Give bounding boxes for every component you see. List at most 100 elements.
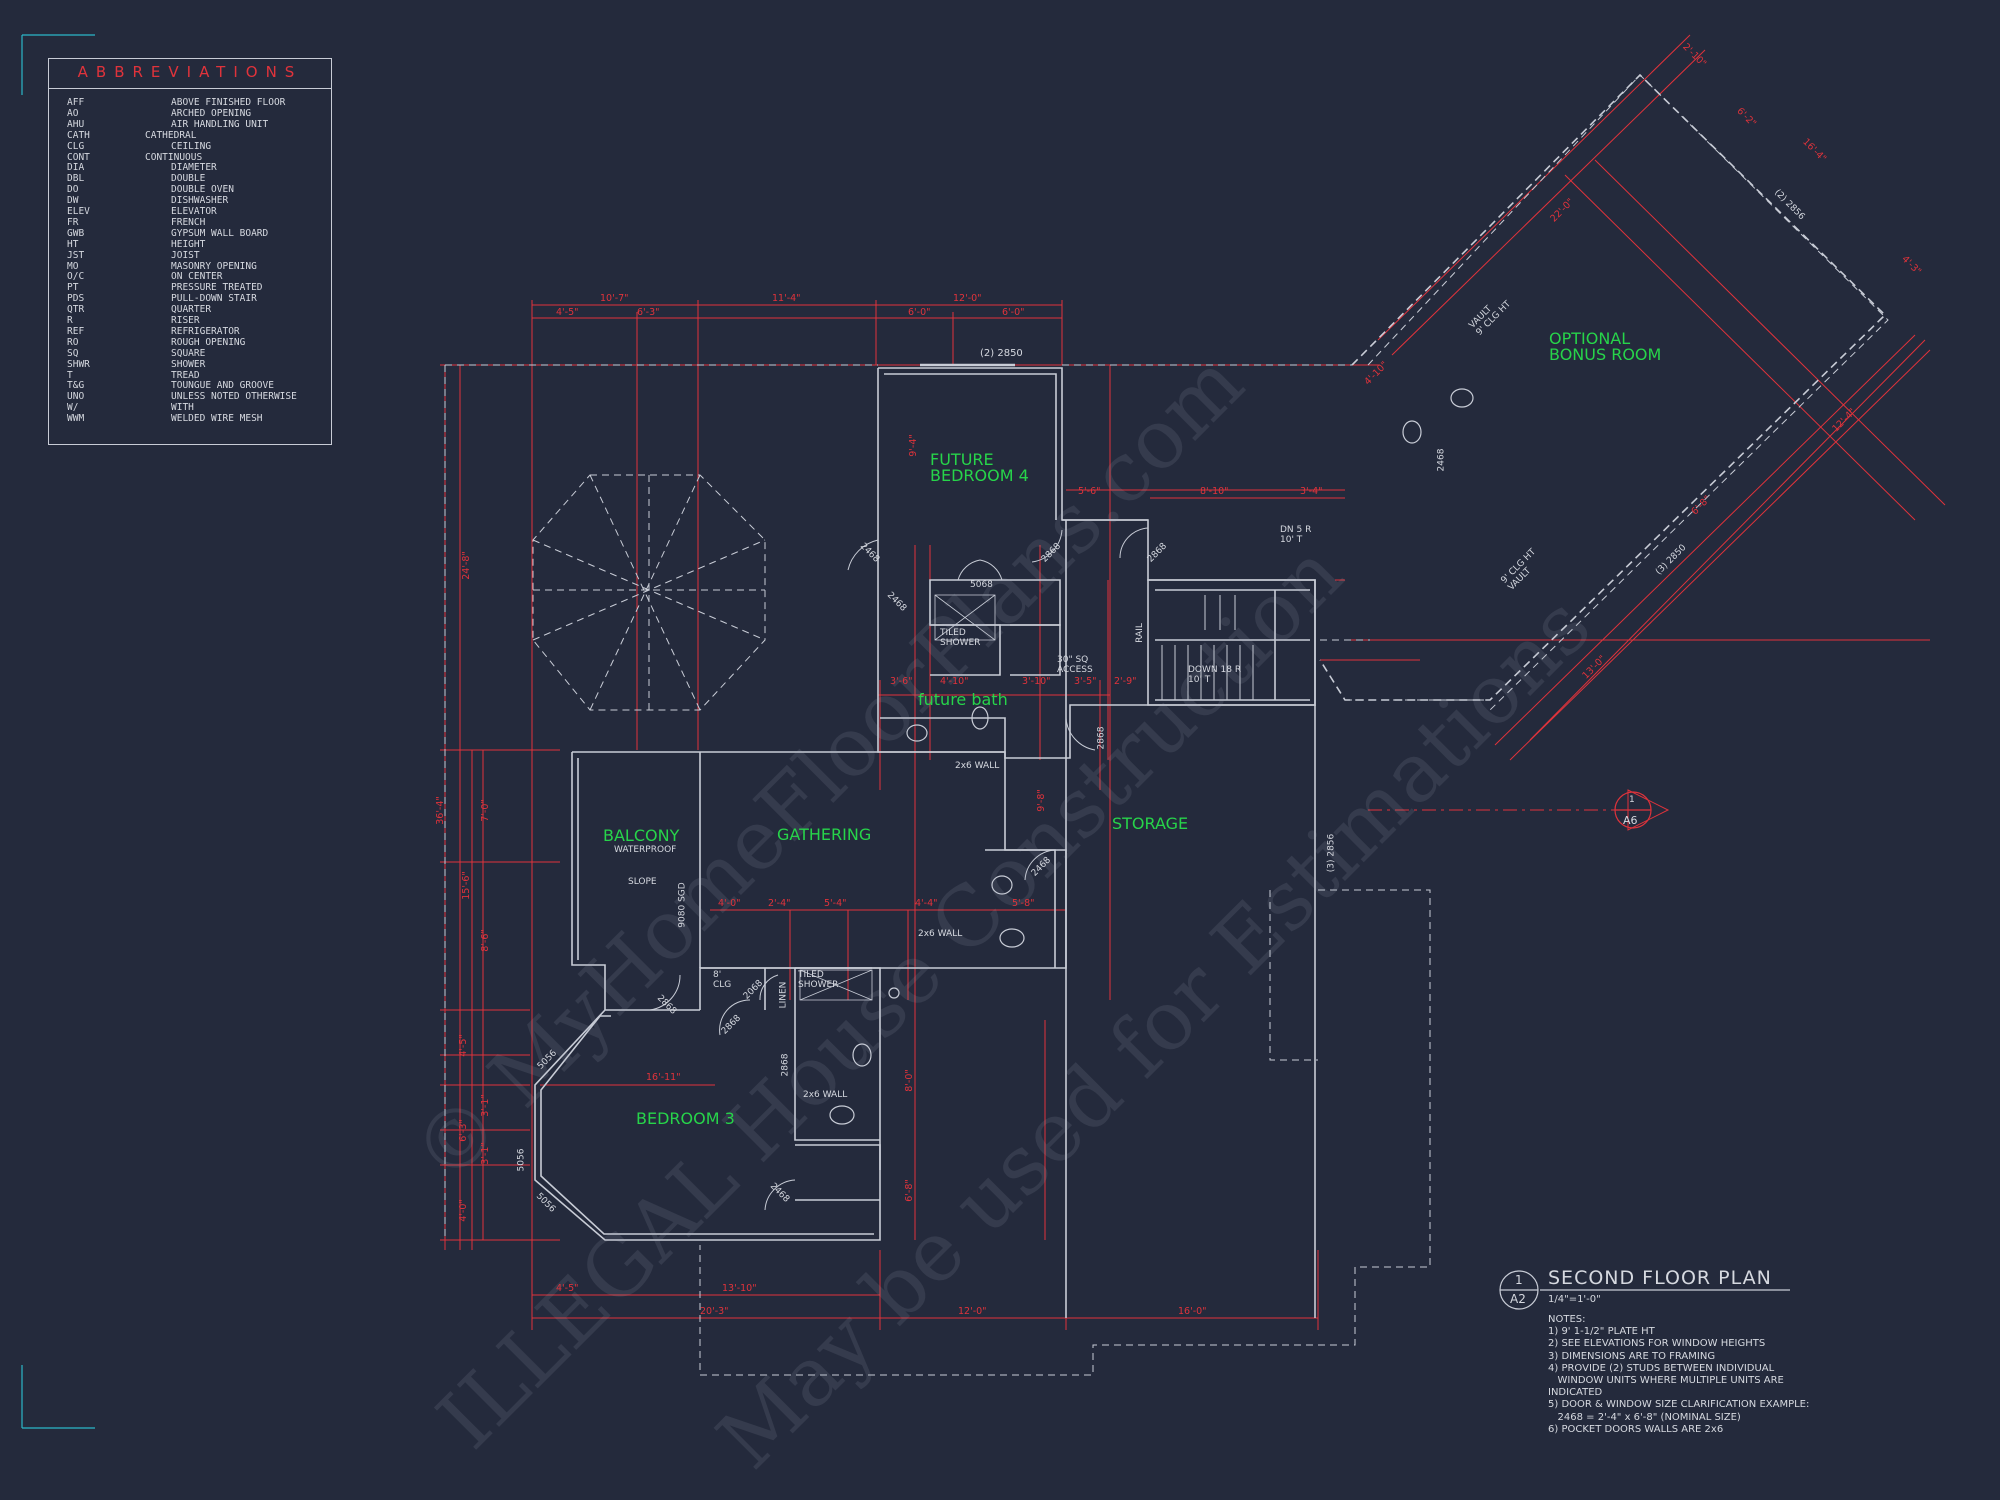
dimension-label: 3'-4" <box>1300 486 1323 497</box>
abbreviation-meaning: ARCHED OPENING <box>171 107 252 119</box>
abbreviation-row: W/WITH <box>67 402 194 413</box>
note-item: 5) DOOR & WINDOW SIZE CLARIFICATION EXAM… <box>1548 1399 1810 1411</box>
frame-corner-ticks <box>21 34 95 1429</box>
abbreviation-meaning: DOUBLE <box>171 173 206 185</box>
abbreviation-meaning: CEILING <box>171 140 212 152</box>
abbreviation-meaning: WELDED WIRE MESH <box>171 413 263 425</box>
abbreviation-row: FR FRENCH <box>67 217 205 228</box>
dimension-label: 12'-0" <box>958 1306 987 1317</box>
abbreviation-code: QTR <box>67 304 85 316</box>
abbreviation-code: MO <box>67 260 79 272</box>
abbreviation-code: ELEV <box>67 206 90 217</box>
stair-down-label: DOWN 18 R 10' T <box>1188 665 1241 685</box>
dimension-label: 4'-4" <box>915 898 938 909</box>
note-item: WINDOW UNITS WHERE MULTIPLE UNITS ARE <box>1548 1375 1784 1387</box>
abbreviation-code: T <box>67 369 73 381</box>
note-line: ACCESS <box>1057 665 1093 675</box>
room-label-future-bath: future bath <box>918 690 1008 709</box>
title-detail-number: 1 <box>1515 1273 1523 1287</box>
dimension-label: 11'-4" <box>772 293 801 304</box>
abbreviation-meaning: ROUGH OPENING <box>171 336 246 348</box>
room-label-future-bedroom: FUTURE BEDROOM 4 <box>930 452 1029 484</box>
room-label-line: BONUS ROOM <box>1549 345 1662 364</box>
note-line: DN 5 R <box>1280 525 1312 535</box>
abbreviation-code: DBL <box>67 173 85 185</box>
abbreviation-meaning: WITH <box>171 402 194 414</box>
note-line: 8' <box>713 970 722 980</box>
dimension-label: 3'-5" <box>1074 676 1097 687</box>
abbreviation-code: CATH <box>67 129 90 141</box>
window-label: (3) 2856 <box>1326 833 1337 873</box>
plan-scale: 1/4"=1'-0" <box>1548 1294 1601 1305</box>
abbreviation-meaning: DIAMETER <box>171 162 217 174</box>
abbreviation-row: DIA DIAMETER <box>67 162 217 173</box>
abbreviation-meaning: AIR HANDLING UNIT <box>171 118 269 130</box>
door-label: 2868 <box>1096 726 1107 750</box>
room-label-line: OPTIONAL <box>1549 329 1631 348</box>
room-label-balcony: BALCONY <box>603 826 680 845</box>
abbreviation-code: UNO <box>67 391 85 403</box>
abbreviation-code: W/ <box>67 402 79 414</box>
tiled-shower-label: TILED SHOWER <box>940 628 980 648</box>
linen-label: LINEN <box>778 981 789 1009</box>
notes-heading: NOTES: <box>1548 1314 1586 1325</box>
balcony-waterproof-note: WATERPROOF <box>614 845 677 855</box>
dimension-label: 9'-4" <box>907 434 919 457</box>
abbreviation-row: CATH CATHEDRAL <box>67 130 196 141</box>
abbreviation-code: HT <box>67 238 79 250</box>
dimension-label: 5'-6" <box>1078 486 1101 497</box>
section-sheet: A6 <box>1623 814 1638 827</box>
abbreviation-code: R <box>67 315 73 326</box>
abbreviation-meaning: JOIST <box>171 249 200 261</box>
abbreviation-meaning: MASONRY OPENING <box>171 260 257 272</box>
fixtures <box>799 388 1474 1125</box>
abbreviation-code: JST <box>67 249 85 261</box>
note-line: TILED <box>798 970 824 980</box>
abbreviation-meaning: FRENCH <box>171 216 206 228</box>
dimension-label: 10'-7" <box>600 293 629 304</box>
dimension-label: 6'-0" <box>908 307 931 318</box>
abbreviation-meaning: PULL-DOWN STAIR <box>171 293 257 305</box>
abbreviation-code: DIA <box>67 162 85 174</box>
note-line: CLG <box>713 980 732 990</box>
note-line: DOWN 18 R <box>1188 665 1242 675</box>
note-line: SHOWER <box>798 980 839 990</box>
abbreviation-code: PDS <box>67 293 85 305</box>
dimension-label: 5'-4" <box>824 898 847 909</box>
abbreviation-row: MO MASONRY OPENING <box>67 261 257 272</box>
note-item: 4) PROVIDE (2) STUDS BETWEEN INDIVIDUAL <box>1548 1362 1775 1374</box>
note-item: INDICATED <box>1548 1387 1603 1399</box>
door-label: 2868 <box>780 1053 791 1077</box>
window-label: 5056 <box>516 1148 527 1172</box>
abbreviation-meaning: GYPSUM WALL BOARD <box>171 227 269 239</box>
dimension-label: 3'-6" <box>890 676 913 687</box>
abbreviation-code: REF <box>67 325 85 337</box>
abbreviation-code: FR <box>67 216 79 228</box>
room-label-gathering: GATHERING <box>777 825 872 844</box>
door-swings <box>649 527 1149 1211</box>
dimension-label: 6'-8" <box>903 1179 915 1202</box>
slope-label: SLOPE <box>628 877 657 887</box>
dimension-label: 8'-0" <box>903 1069 915 1092</box>
abbreviation-meaning: TOUNGUE AND GROOVE <box>171 380 274 392</box>
dimension-label: 4'-0" <box>457 1199 469 1222</box>
abbreviation-meaning: CATHEDRAL <box>145 129 197 141</box>
dimension-label: 12'-0" <box>953 293 982 304</box>
wall-note: 2x6 WALL <box>803 1090 848 1100</box>
attic-access-label: 30" SQ ACCESS <box>1057 655 1093 675</box>
dimension-label: 3'-1" <box>479 1094 491 1117</box>
abbreviation-code: CONT <box>67 151 90 163</box>
abbreviation-meaning: HEIGHT <box>171 238 206 250</box>
dimension-label: 13'-10" <box>722 1283 757 1294</box>
